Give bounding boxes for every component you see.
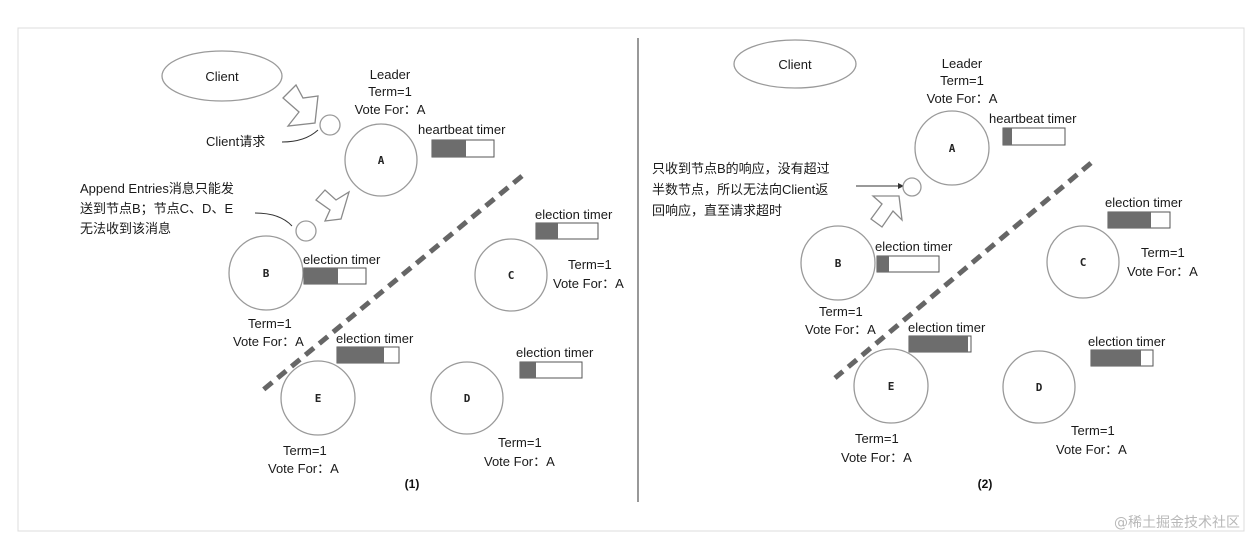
leader-term-2: Term=1 [940,73,984,88]
response-note-line-3: 回响应，直至请求超时 [652,203,782,218]
heartbeat-timer-label-2: heartbeat timer [989,111,1077,126]
node-a-2 [914,110,990,186]
node-d-timer-bar [519,361,583,379]
node-d-timer-bar-2 [1090,349,1154,367]
node-e-vote: Vote For：A [268,461,339,476]
node-e-term: Term=1 [283,443,327,458]
client-label-2: Client [778,57,812,72]
node-b-label: B [263,267,270,280]
leader-role-2: Leader [942,56,983,71]
watermark: @稀土掘金技术社区 [1114,515,1240,531]
response-pointer-head [898,183,904,189]
node-d-vote: Vote For：A [484,454,555,469]
append-note-line-1: Append Entries消息只能发 [80,181,234,196]
response-arrow [870,195,903,228]
node-e-vote-2: Vote For：A [841,450,912,465]
node-c-term-2: Term=1 [1141,245,1185,260]
append-dot [295,220,317,242]
node-e-timer-label-2: election timer [908,320,986,335]
node-c-timer-bar-2 [1107,211,1171,229]
network-partition [261,174,524,392]
panel-1-caption: (1) [405,477,420,491]
node-b [228,235,304,311]
request-arrow [282,83,319,127]
node-b-2 [800,225,876,301]
node-a [344,123,418,197]
panel-1: Client Client请求 Leader Term=1 Vote For：A… [80,50,624,491]
append-pointer [254,212,293,227]
node-e-timer-bar [336,346,400,364]
node-b-vote-2: Vote For：A [805,322,876,337]
leader-role: Leader [370,67,411,82]
node-c-2 [1046,225,1120,299]
node-d-timer-label: election timer [516,345,594,360]
node-c-timer-label: election timer [535,207,613,222]
node-b-timer-bar [303,267,367,285]
leader-vote-2: Vote For：A [927,91,998,106]
node-c-timer-label-2: election timer [1105,195,1183,210]
node-b-term: Term=1 [248,316,292,331]
node-c-label: C [508,269,515,282]
leader-term: Term=1 [368,84,412,99]
node-d-term: Term=1 [498,435,542,450]
panel-2-caption: (2) [978,477,993,491]
node-e-label-2: E [888,380,895,393]
node-b-timer-label: election timer [303,252,381,267]
node-d-vote-2: Vote For：A [1056,442,1127,457]
node-b-timer-bar-2 [876,255,940,273]
node-e-timer-bar-2 [908,335,972,353]
node-d-2 [1002,350,1076,424]
response-note-line-2: 半数节点，所以无法向Client返 [652,182,828,197]
node-e-timer-label: election timer [336,331,414,346]
node-b-vote: Vote For：A [233,334,304,349]
node-c [474,238,548,312]
node-e-label: E [315,392,322,405]
request-dot [319,114,341,136]
node-e-term-2: Term=1 [855,431,899,446]
node-b-timer-label-2: election timer [875,239,953,254]
heartbeat-timer-bar [431,139,495,158]
node-d [430,361,504,435]
client-ellipse [161,50,283,102]
node-c-term: Term=1 [568,257,612,272]
node-b-label-2: B [835,257,842,270]
client-label: Client [205,69,239,84]
node-b-term-2: Term=1 [819,304,863,319]
node-e-2 [853,348,929,424]
client-request-label: Client请求 [206,134,265,149]
node-d-term-2: Term=1 [1071,423,1115,438]
client-ellipse-2 [733,39,857,89]
append-note-line-3: 无法收到该消息 [80,221,171,236]
figure-frame [17,27,1245,532]
node-c-vote: Vote For：A [553,276,624,291]
node-d-label: D [464,392,471,405]
append-note-line-2: 送到节点B；节点C、D、E [80,201,233,217]
node-d-label-2: D [1036,381,1043,394]
response-dot [902,177,922,197]
node-c-timer-bar [535,222,599,240]
node-e [280,360,356,436]
leader-vote: Vote For：A [355,102,426,117]
heartbeat-timer-label: heartbeat timer [418,122,506,137]
node-a-label-2: A [949,142,956,155]
node-a-label: A [378,154,385,167]
node-c-label-2: C [1080,256,1087,269]
append-arrow [315,189,351,222]
panel-2: Client Leader Term=1 Vote For：A A heartb… [652,39,1198,491]
node-d-timer-label-2: election timer [1088,334,1166,349]
response-note-line-1: 只收到节点B的响应，没有超过 [652,161,830,176]
request-pointer [281,129,319,143]
node-c-vote-2: Vote For：A [1127,264,1198,279]
heartbeat-timer-bar-2 [1002,127,1066,146]
network-partition-2 [833,161,1093,380]
